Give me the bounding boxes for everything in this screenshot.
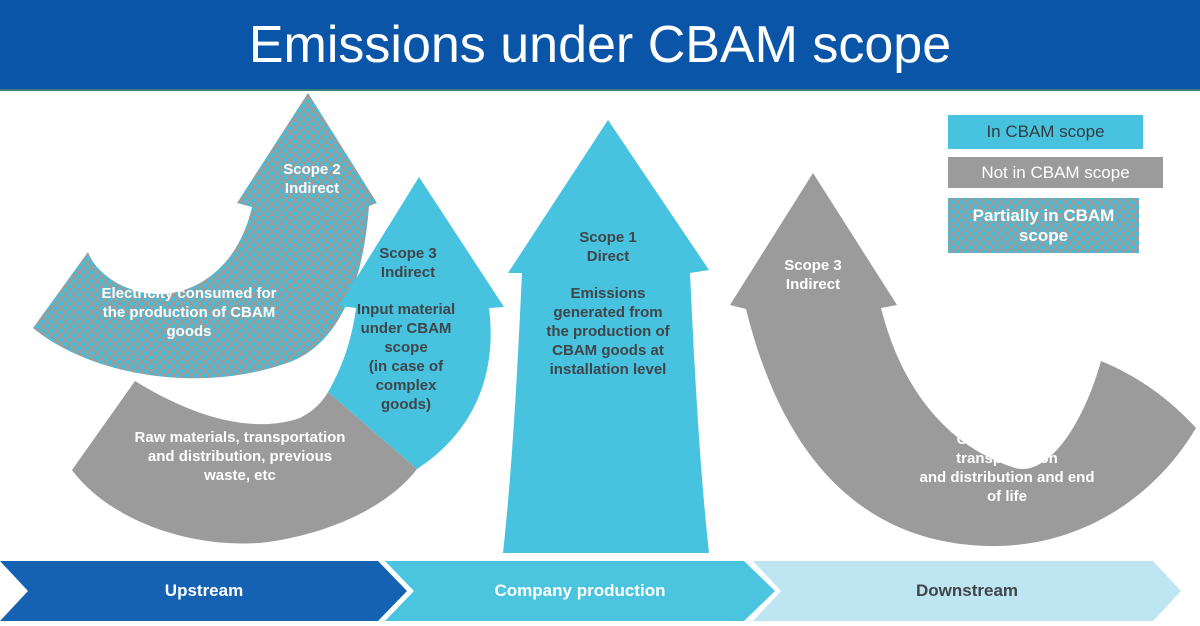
scope3-downstream-description: Consumption, transportation and distribu…	[919, 431, 1095, 505]
scope2-description: Electricity consumed for the production …	[101, 285, 277, 340]
scope3-upstream-arrow-shape	[328, 177, 504, 469]
stage-label-downstream: Downstream	[915, 581, 1019, 600]
stage-label-upstream: Upstream	[164, 581, 244, 600]
scope2-title: Scope 2 Indirect	[283, 161, 341, 197]
page-title: Emissions under CBAM scope	[248, 15, 952, 74]
scope3-upstream-title: Scope 3 Indirect	[379, 245, 437, 281]
raw-materials-arrow-shape	[72, 381, 417, 544]
scope1-arrow-shape	[503, 120, 709, 553]
scope3-downstream-title: Scope 3 Indirect	[784, 257, 842, 293]
scope2-arrow-shape	[33, 93, 377, 379]
title-banner: Emissions under CBAM scope	[0, 0, 1200, 91]
scope1-title: Scope 1 Direct	[579, 229, 637, 265]
scope3-downstream-arrow-shape	[730, 173, 1196, 547]
legend-not-in-cbam-scope: Not in CBAM scope	[948, 157, 1163, 188]
scope3-upstream-description: Input material under CBAM scope (in case…	[356, 301, 456, 413]
raw-materials-description: Raw materials, transportation and distri…	[134, 429, 346, 484]
company-production-chevron-shape	[385, 561, 775, 621]
legend-partially-in-cbam-scope: Partially in CBAM scope	[948, 198, 1139, 253]
stage-label-company-production: Company production	[494, 581, 666, 600]
scope1-description: Emissions generated from the production …	[546, 285, 670, 378]
upstream-chevron-shape	[0, 561, 407, 621]
downstream-chevron-shape	[753, 561, 1181, 621]
legend-in-cbam-scope: In CBAM scope	[948, 115, 1143, 149]
